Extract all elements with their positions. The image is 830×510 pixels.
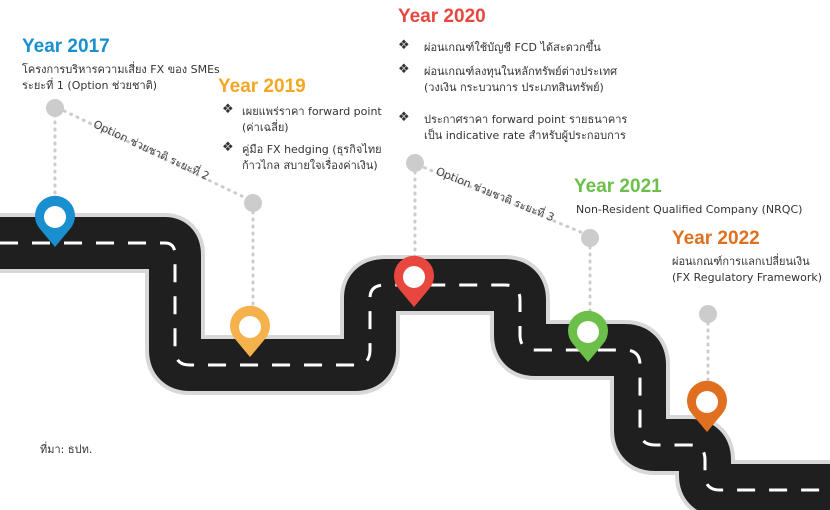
year-2020-line: ประกาศราคา forward point รายธนาคาร [424, 113, 628, 126]
year-2017-line: โครงการบริหารความเสี่ยง FX ของ SMEs [22, 63, 220, 76]
map-pin-icon [394, 255, 434, 307]
year-2017-line: ระยะที่ 1 (Option ช่วยชาติ) [22, 79, 158, 92]
road-lane-marking [0, 241, 830, 492]
year-2021-line: Non-Resident Qualified Company (NRQC) [576, 203, 803, 216]
year-2020-line: ผ่อนเกณฑ์ใช้บัญชี FCD ได้สะดวกขึ้น [424, 41, 601, 54]
year-2022-title: Year 2022 [672, 228, 760, 249]
milestone-dots [46, 99, 717, 323]
year-2020-line: (วงเงิน กระบวนการ ประเภทสินทรัพย์) [424, 81, 604, 94]
year-2020-item: ประกาศราคา forward point รายธนาคาร เป็น … [424, 112, 627, 144]
diamond-bullet-icon: ❖ [398, 110, 410, 125]
year-2022-line: ผ่อนเกณฑ์การแลกเปลี่ยนเงิน [672, 255, 810, 268]
year-2021-title: Year 2021 [574, 176, 662, 197]
year-2020-item: ผ่อนเกณฑ์ใช้บัญชี FCD ได้สะดวกขึ้น [424, 40, 601, 56]
map-pin-icon [687, 380, 727, 432]
source-note: ที่มา: ธปท. [40, 443, 93, 456]
year-2019-item: เผยแพร่ราคา forward point (ค่าเฉลี่ย) [242, 104, 382, 136]
year-2020-item: ผ่อนเกณฑ์ลงทุนในหลักทรัพย์ต่างประเทศ (วง… [424, 64, 617, 96]
year-2017-text: โครงการบริหารความเสี่ยง FX ของ SMEs ระยะ… [22, 62, 220, 94]
map-pin-icon [35, 195, 75, 247]
map-pin-icon [230, 305, 270, 357]
year-2019-line: (ค่าเฉลี่ย) [242, 121, 289, 134]
diamond-bullet-icon: ❖ [222, 140, 234, 155]
year-2017-title: Year 2017 [22, 36, 110, 57]
year-2019-item: คู่มือ FX hedging (ธุรกิจไทย ก้าวไกล สบา… [242, 142, 382, 174]
map-pin-icon [568, 310, 608, 362]
year-2020-line: ผ่อนเกณฑ์ลงทุนในหลักทรัพย์ต่างประเทศ [424, 65, 618, 78]
year-2019-line: เผยแพร่ราคา forward point [242, 105, 382, 118]
year-2020-title: Year 2020 [398, 6, 486, 27]
year-2022-line: (FX Regulatory Framework) [672, 271, 823, 284]
year-2019-title: Year 2019 [218, 76, 306, 97]
diamond-bullet-icon: ❖ [398, 62, 410, 77]
year-2020-line: เป็น indicative rate สำหรับผู้ประกอบการ [424, 129, 626, 142]
diamond-bullet-icon: ❖ [398, 38, 410, 53]
year-2019-line: ก้าวไกล สบายใจเรื่องค่าเงิน) [242, 159, 378, 172]
year-2019-line: คู่มือ FX hedging (ธุรกิจไทย [242, 143, 382, 156]
year-2021-text: Non-Resident Qualified Company (NRQC) [576, 202, 802, 218]
dotted-connectors [53, 106, 710, 392]
year-2022-text: ผ่อนเกณฑ์การแลกเปลี่ยนเงิน (FX Regulator… [672, 254, 822, 286]
diamond-bullet-icon: ❖ [222, 102, 234, 117]
